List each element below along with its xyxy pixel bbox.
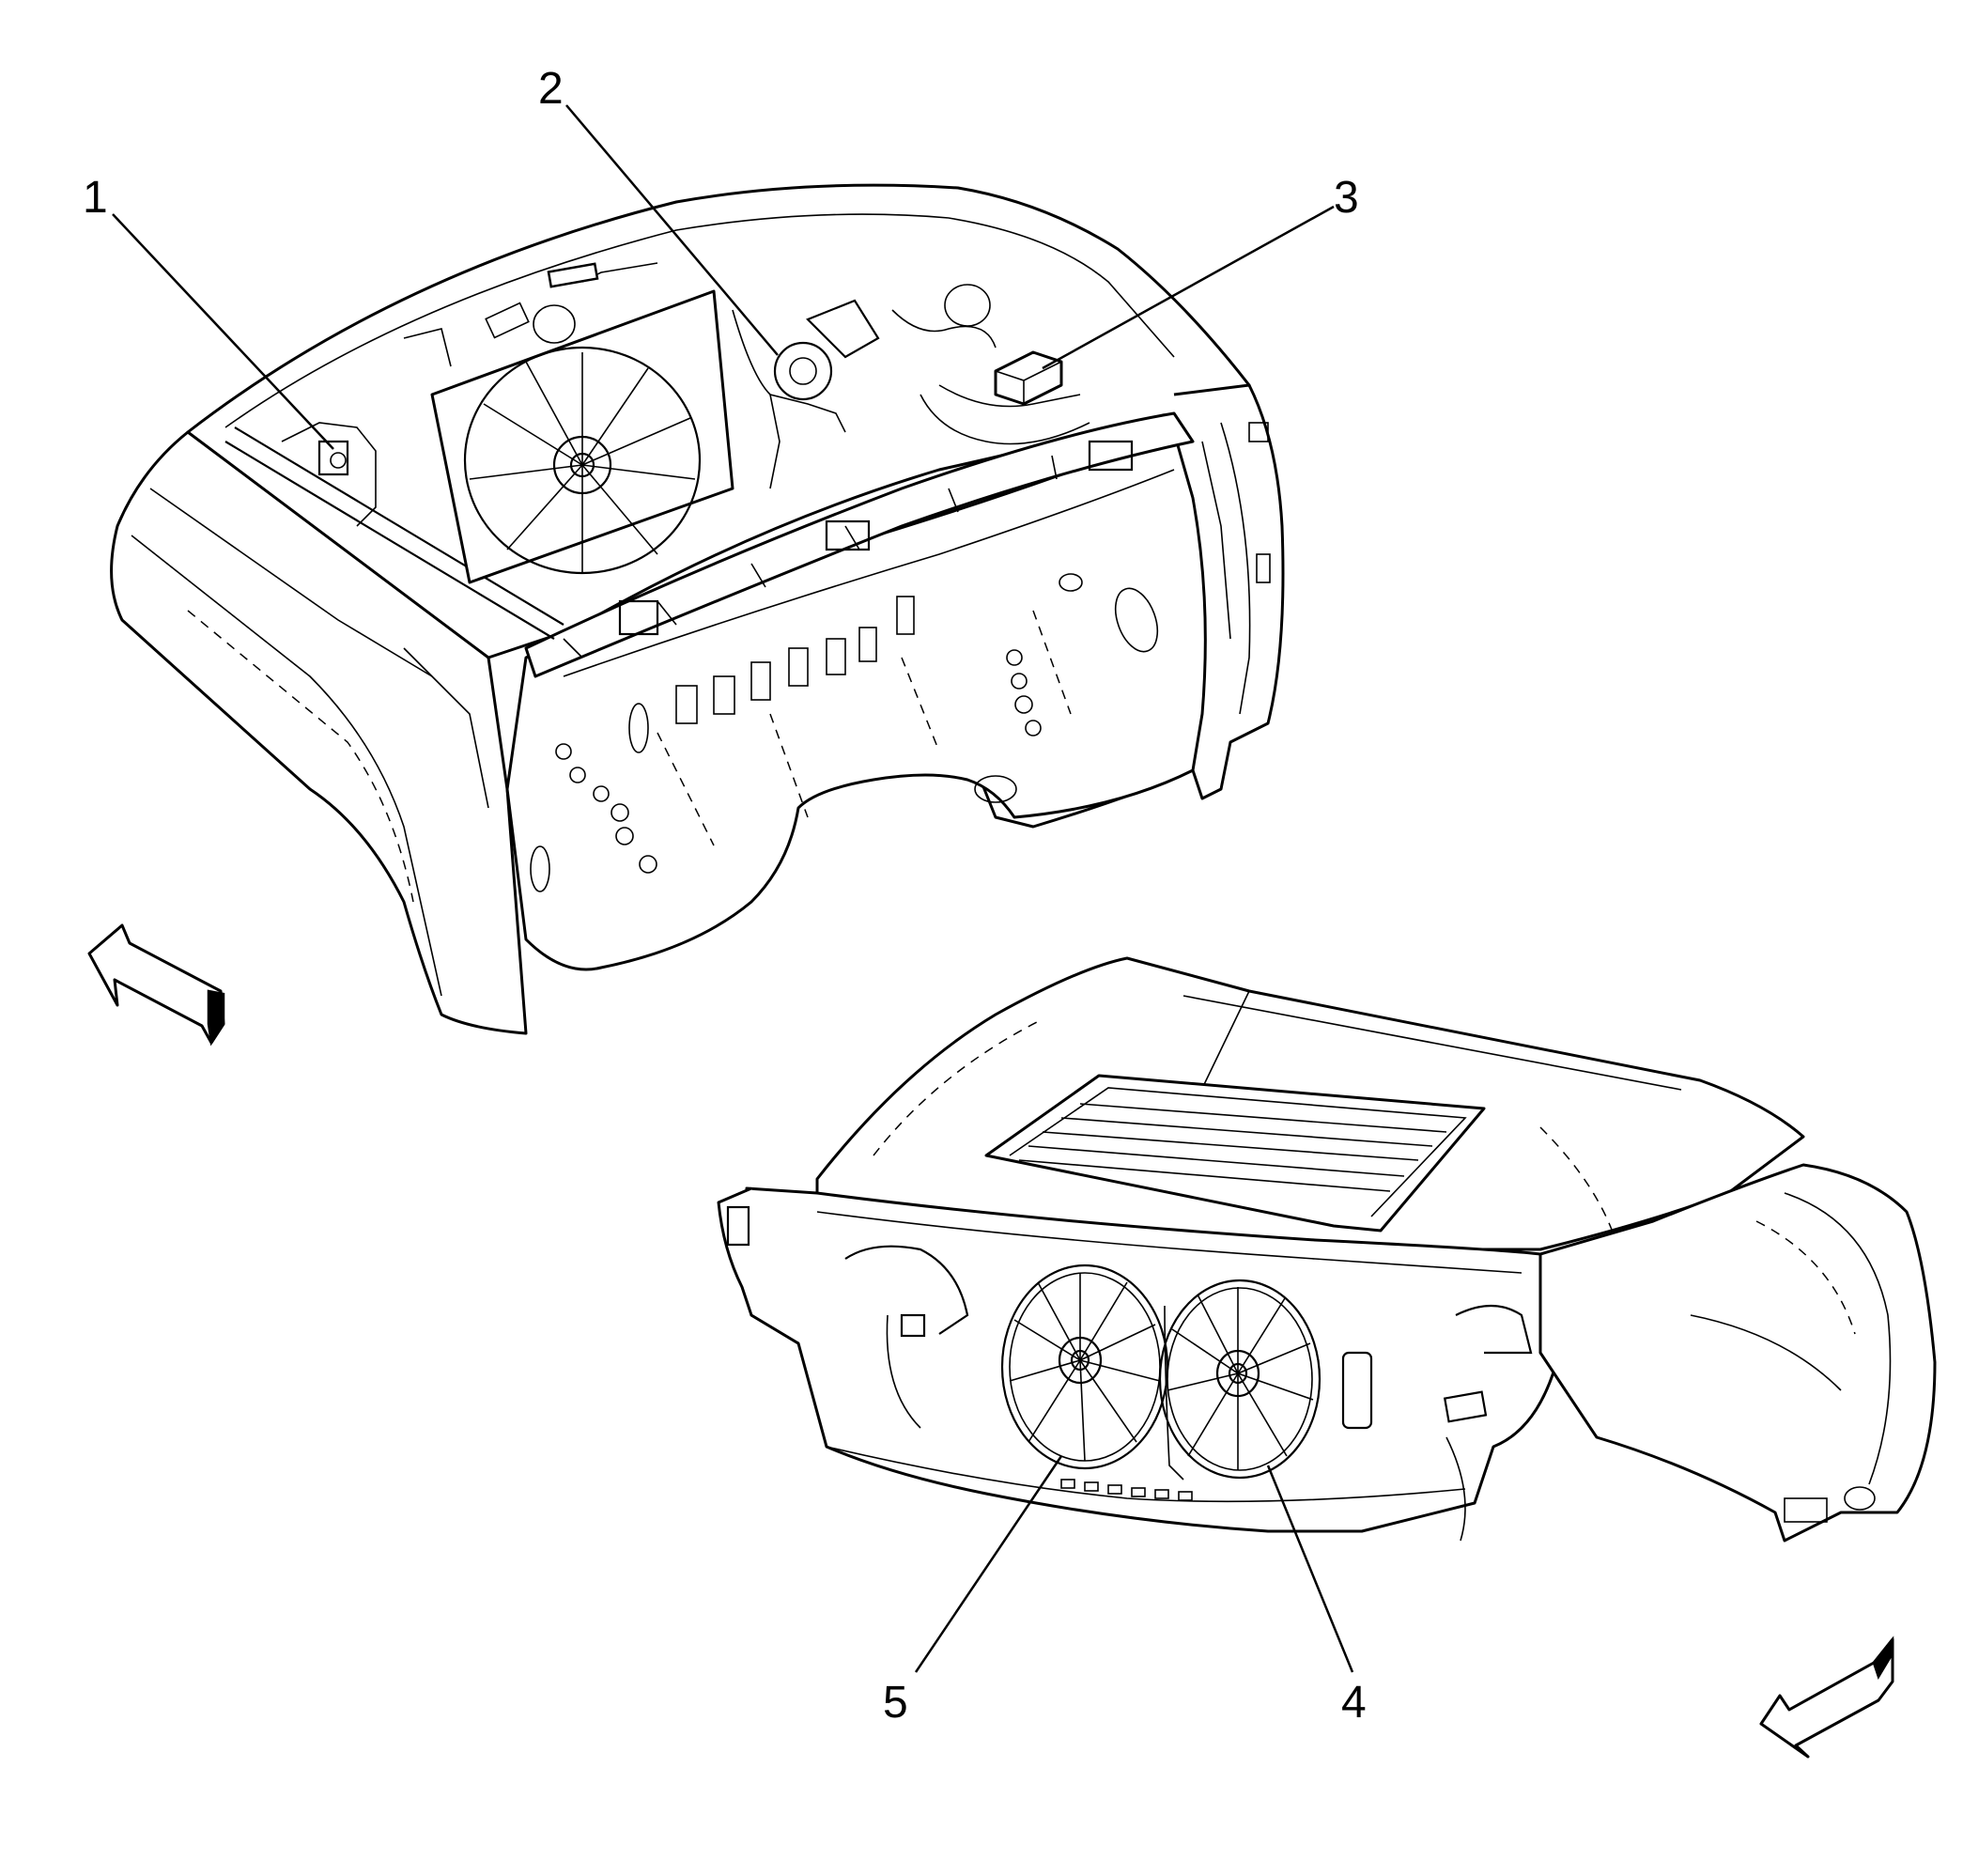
cooling-fan-right — [1158, 1279, 1322, 1480]
lower-view — [717, 956, 1937, 1543]
component-2 — [732, 299, 880, 489]
callout-labels: 1 2 3 4 5 — [83, 64, 1367, 1728]
callout-5: 5 — [883, 1678, 908, 1728]
forward-arrow-icon — [87, 923, 225, 1045]
upper-view — [110, 183, 1285, 1035]
firewall-holes — [530, 573, 1159, 892]
leader-1 — [112, 213, 334, 450]
callout-3: 3 — [1334, 173, 1359, 223]
leader-3 — [1042, 205, 1335, 370]
lower-grille-slots — [1060, 1479, 1193, 1501]
callout-2: 2 — [538, 64, 564, 114]
front-arrow-upper — [87, 923, 225, 1047]
forward-arrow-icon — [1759, 1637, 1894, 1759]
front-arrow-lower — [1759, 1636, 1894, 1759]
leader-5 — [914, 1455, 1063, 1673]
leader-4 — [1266, 1465, 1354, 1673]
leader-2 — [565, 104, 779, 356]
callout-1: 1 — [83, 173, 108, 223]
leader-lines — [112, 104, 1354, 1673]
right-fender-lower — [1538, 1163, 1937, 1543]
left-fender — [110, 430, 528, 1035]
callout-4: 4 — [1341, 1678, 1367, 1728]
firewall — [505, 430, 1207, 971]
cooling-fan-left — [1000, 1264, 1169, 1470]
upper-cooling-fan — [430, 289, 734, 584]
cowl-panel — [524, 411, 1195, 678]
relay-box — [938, 350, 1081, 408]
hood-scoop — [984, 1074, 1486, 1233]
